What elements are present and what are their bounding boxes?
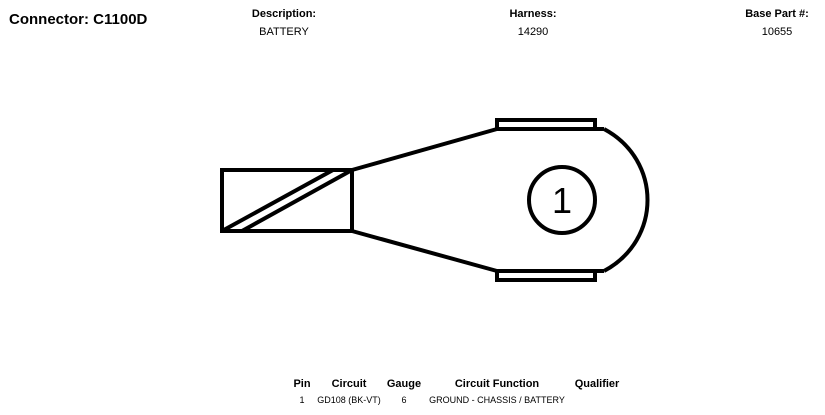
base-part-value: 10655 xyxy=(761,26,793,38)
harness-value: 14290 xyxy=(517,26,549,38)
description-label: Description: xyxy=(251,8,317,20)
taper-bottom xyxy=(351,229,498,273)
description-value: BATTERY xyxy=(259,26,309,38)
taper-top xyxy=(351,127,498,172)
table-cell-circuit: GD108 (BK-VT) xyxy=(317,395,381,405)
qualifier-col-header: Qualifier xyxy=(574,378,620,390)
top-tab xyxy=(495,118,597,131)
connector-title: Connector: C1100D xyxy=(9,11,148,28)
circuit-function-col-header: Circuit Function xyxy=(454,378,540,390)
crimp-barrel xyxy=(220,168,354,233)
table-cell-gauge: 6 xyxy=(401,395,407,405)
table-cell-pin: 1 xyxy=(299,395,305,405)
ring-end xyxy=(603,127,650,273)
pin-number-label: 1 xyxy=(552,180,572,221)
harness-label: Harness: xyxy=(509,8,557,20)
circuit-col-header: Circuit xyxy=(331,378,367,390)
pin-circle xyxy=(527,165,597,235)
bottom-tab xyxy=(495,269,597,282)
table-cell-circuit-function: GROUND - CHASSIS / BATTERY xyxy=(429,395,565,405)
base-part-label: Base Part #: xyxy=(745,8,809,20)
barrel-stripe xyxy=(221,168,334,233)
pin-col-header: Pin xyxy=(293,378,311,390)
barrel-stripe xyxy=(241,168,353,233)
gauge-col-header: Gauge xyxy=(386,378,422,390)
